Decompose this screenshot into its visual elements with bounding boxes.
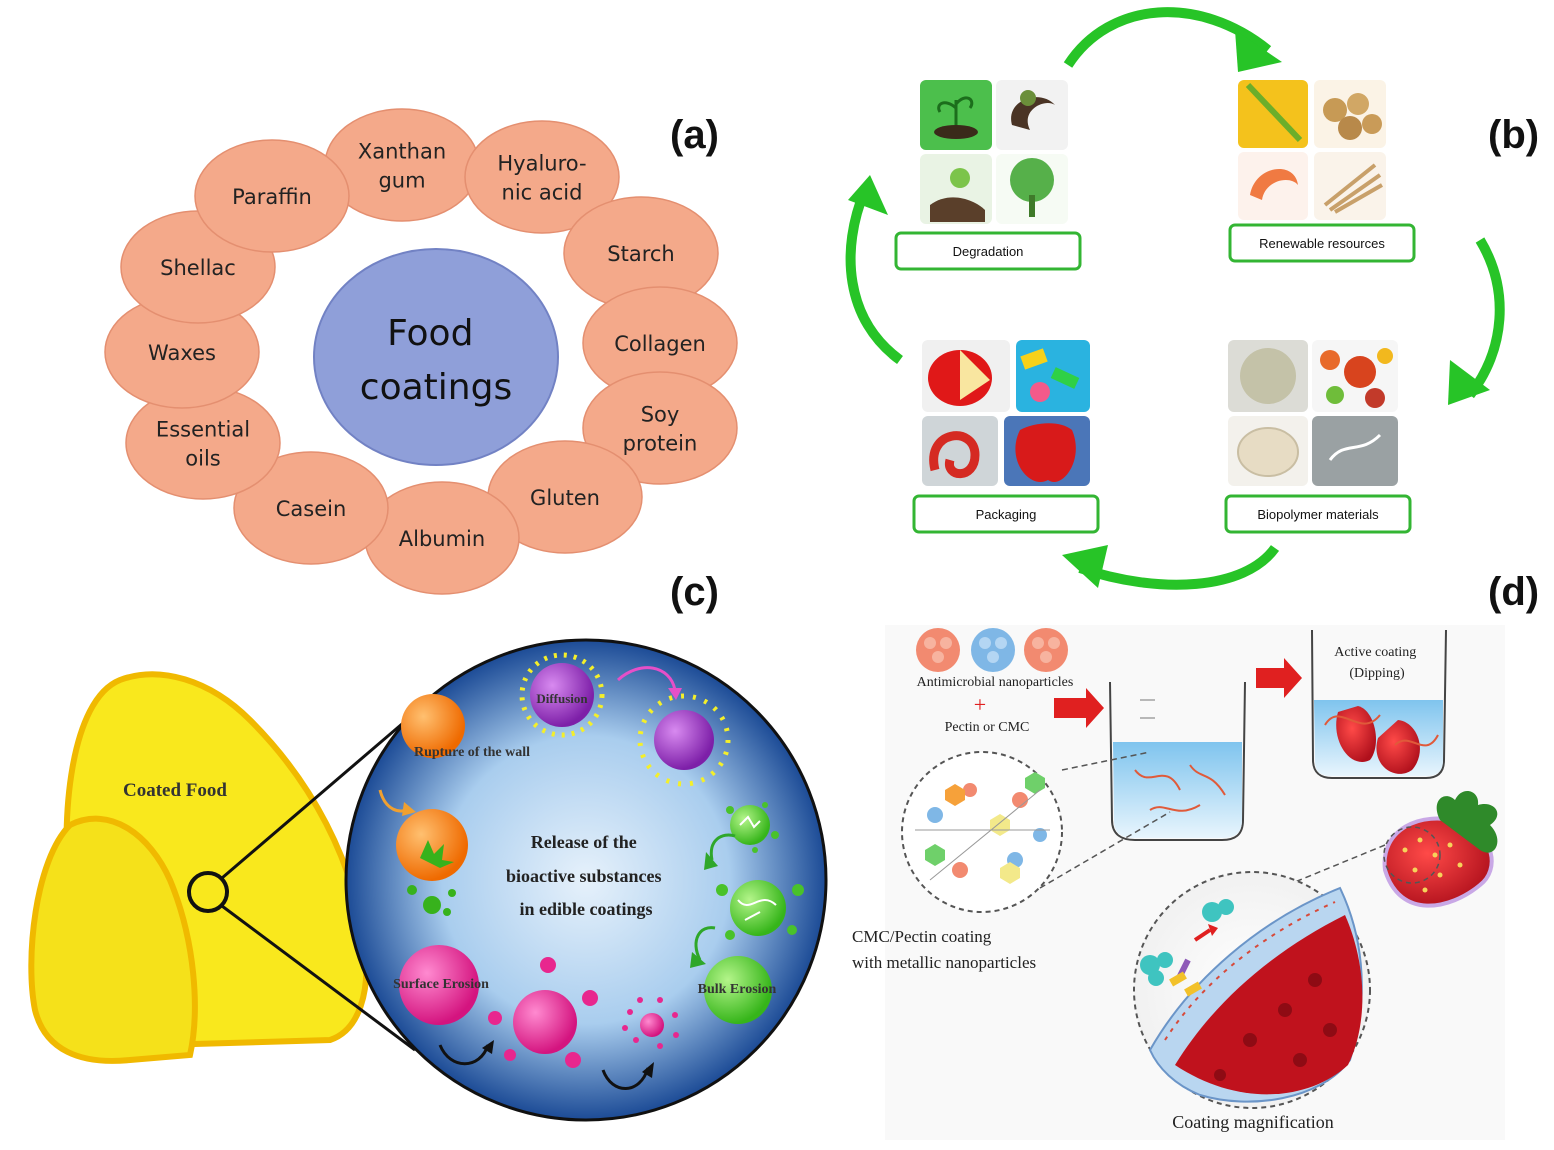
svg-text:Bulk Erosion: Bulk Erosion [698,982,777,997]
pectin-label: Pectin or CMC [945,720,1030,735]
petal-label-10: Shellac [160,256,236,280]
petal-4 [582,371,738,485]
arrow-top [1063,7,1272,68]
beaker-dipping [1311,629,1447,779]
petal-label-7: Casein [276,497,347,521]
panel-c-label: (c) [670,570,719,614]
petal-label-11: Paraffin [232,185,312,209]
beaker-mixing [1109,681,1246,841]
biopolymer-images [1228,340,1398,486]
zoom-spot [187,871,229,913]
petal-label-1: Hyaluro-nic acid [497,152,586,205]
box-degradation-label: Degradation [953,244,1024,259]
active-coating-label: Active coating (Dipping) [1334,645,1420,681]
zoom-line-bottom [221,904,416,1052]
surface-erosion-group: Surface Erosion [393,945,679,1090]
box-degradation [894,231,1082,271]
packaging-images [922,340,1090,486]
arrow-bottom [1078,544,1280,590]
petal-label-9: Waxes [148,341,216,365]
strawberry-zoom-spot [1383,826,1441,884]
petal-1 [464,120,620,234]
food-front [28,815,198,1064]
petal-label-3: Collagen [614,332,706,356]
renewable-images [1238,80,1386,220]
box-biopolymer [1224,494,1412,534]
molecule-circle [901,751,1063,913]
center-ellipse [313,248,559,466]
nanoparticle-clusters [916,628,1068,672]
zoom-line-top [221,698,431,880]
petal-label-5: Gluten [530,486,600,510]
panel-c: (c) Coated Food Release of the bioactive… [28,570,828,1122]
arrow-bottom-head [1062,545,1108,588]
petal-7 [233,451,389,565]
svg-text:Rupture of the wall: Rupture of the wall [414,745,530,760]
degradation-images [920,80,1068,224]
nanoparticles-label: Antimicrobial nanoparticles [917,675,1074,690]
box-packaging-label: Packaging [976,507,1037,522]
box-renewable-label: Renewable resources [1259,236,1385,251]
magnification-circle [1133,871,1371,1109]
arrow-right-head [1448,360,1490,405]
strawberry-zoom-line [1294,844,1386,883]
bulk-erosion-group: Bulk Erosion [690,802,804,1024]
diffusion-group: Diffusion [519,652,731,787]
panel-a-label: (a) [670,113,719,157]
panel-d-label: (d) [1488,570,1539,614]
box-biopolymer-label: Biopolymer materials [1257,507,1379,522]
arrow-top-head [1235,30,1282,72]
svg-text:Diffusion: Diffusion [536,691,588,706]
release-label: Release of the bioactive substances in e… [506,832,666,919]
panel-b-label: (b) [1488,113,1539,157]
arrow-left [845,188,903,365]
magnification-label: Coating magnification [1172,1112,1333,1132]
plus-sign: + [974,692,986,717]
strawberry [1382,790,1498,908]
center-label: Food coatings [360,313,512,408]
box-packaging [912,494,1100,534]
petal-label-2: Starch [607,242,674,266]
cmc-pectin-label: CMC/Pectin coating with metallic nanopar… [852,927,1036,972]
red-arrow-1 [1054,688,1104,728]
molecule-contents [915,772,1050,884]
petal-label-6: Albumin [399,527,485,551]
panel-b: (b) Degradation [845,7,1539,590]
arrow-right [1466,237,1505,399]
petal-11 [194,139,350,253]
coated-food-label: Coated Food [123,780,227,801]
arrow-left-head [848,175,888,215]
svg-text:Surface Erosion: Surface Erosion [393,977,489,992]
molecule-zoom-line-top [1061,751,1151,771]
molecule-zoom-line-bottom [1039,811,1171,889]
rupture-group: Rupture of the wall [378,694,530,916]
box-renewable [1228,223,1416,263]
red-arrow-2 [1256,658,1302,698]
panel-d: (d) Antimicrobial nanoparticles + Pectin… [852,570,1539,1140]
